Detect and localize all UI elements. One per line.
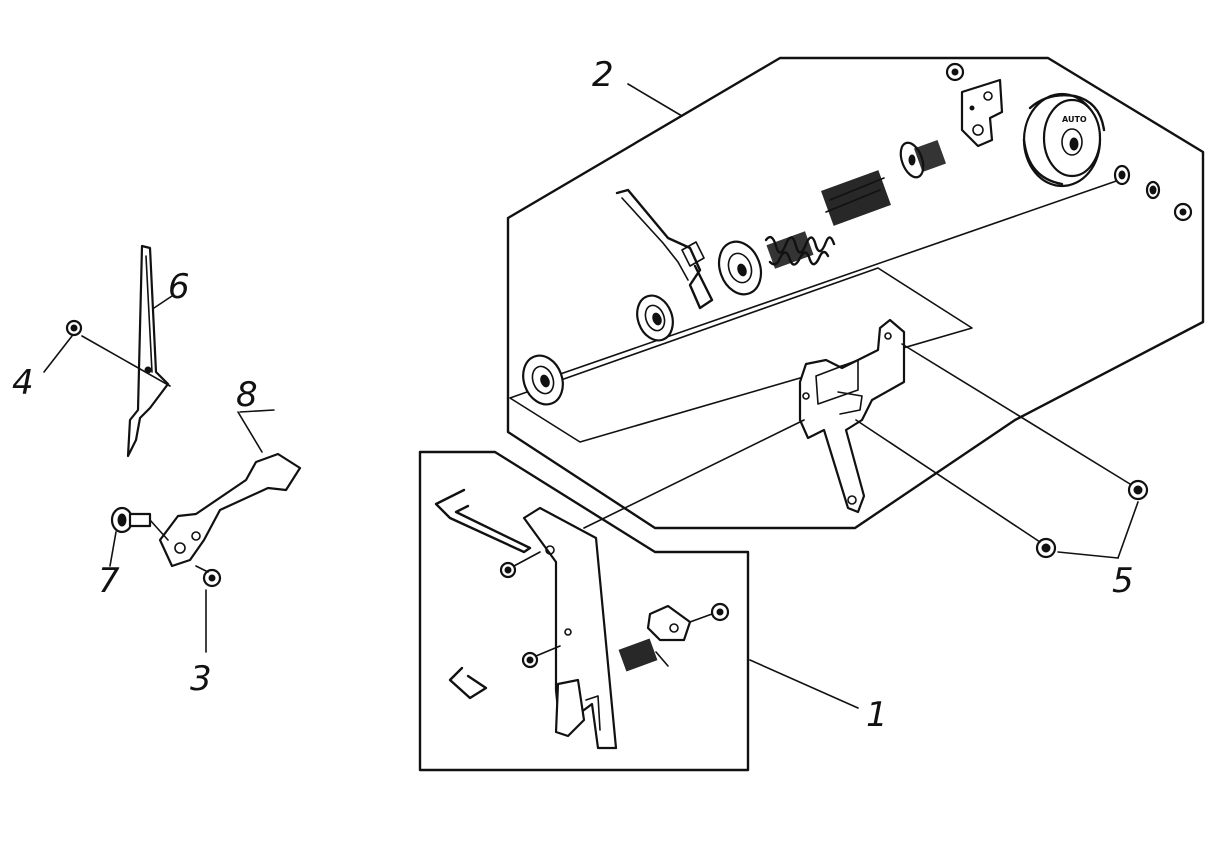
wire-lever	[615, 188, 714, 310]
assembly-2-outline	[506, 56, 1205, 530]
washer-left	[522, 354, 564, 406]
shoulder-screw-part-7	[110, 506, 169, 541]
callout-8: 8	[236, 375, 258, 415]
tension-knob: AUTO	[1022, 92, 1106, 188]
callout-1: 1	[866, 695, 888, 735]
callout-6: 6	[168, 267, 190, 307]
screw-part-4	[65, 319, 83, 337]
washer-middle	[636, 294, 674, 342]
spring-large	[821, 170, 891, 226]
assembly-1-screws	[499, 551, 730, 669]
callout-leaders	[43, 83, 859, 709]
mounting-bracket	[960, 78, 1004, 148]
callout-7: 7	[98, 561, 120, 601]
leader-lines-5	[855, 343, 1139, 559]
knob-marking-text: AUTO	[1062, 115, 1087, 124]
callout-4: 4	[12, 363, 34, 403]
shaft-axis-line	[542, 177, 1126, 381]
lever-part-8	[158, 452, 302, 568]
spring-small	[764, 231, 836, 269]
small-washers-right	[1113, 164, 1193, 222]
tension-nut	[899, 139, 947, 179]
washer-large	[717, 240, 763, 296]
nut-part-3	[195, 565, 222, 588]
callout-5: 5	[1112, 561, 1134, 601]
callout-3: 3	[190, 659, 212, 699]
callout-2: 2	[592, 55, 614, 95]
release-lever	[798, 318, 906, 514]
screw-top	[945, 62, 965, 82]
hook-spring-bottom	[448, 666, 488, 700]
plate-part-6	[126, 244, 170, 458]
connector-line	[583, 419, 805, 529]
guide-plate	[522, 506, 618, 750]
assembly-1-outline	[418, 450, 750, 772]
screws-assembly-5	[1035, 479, 1149, 559]
hook-spring-top	[434, 488, 532, 554]
check-spring	[618, 604, 713, 672]
